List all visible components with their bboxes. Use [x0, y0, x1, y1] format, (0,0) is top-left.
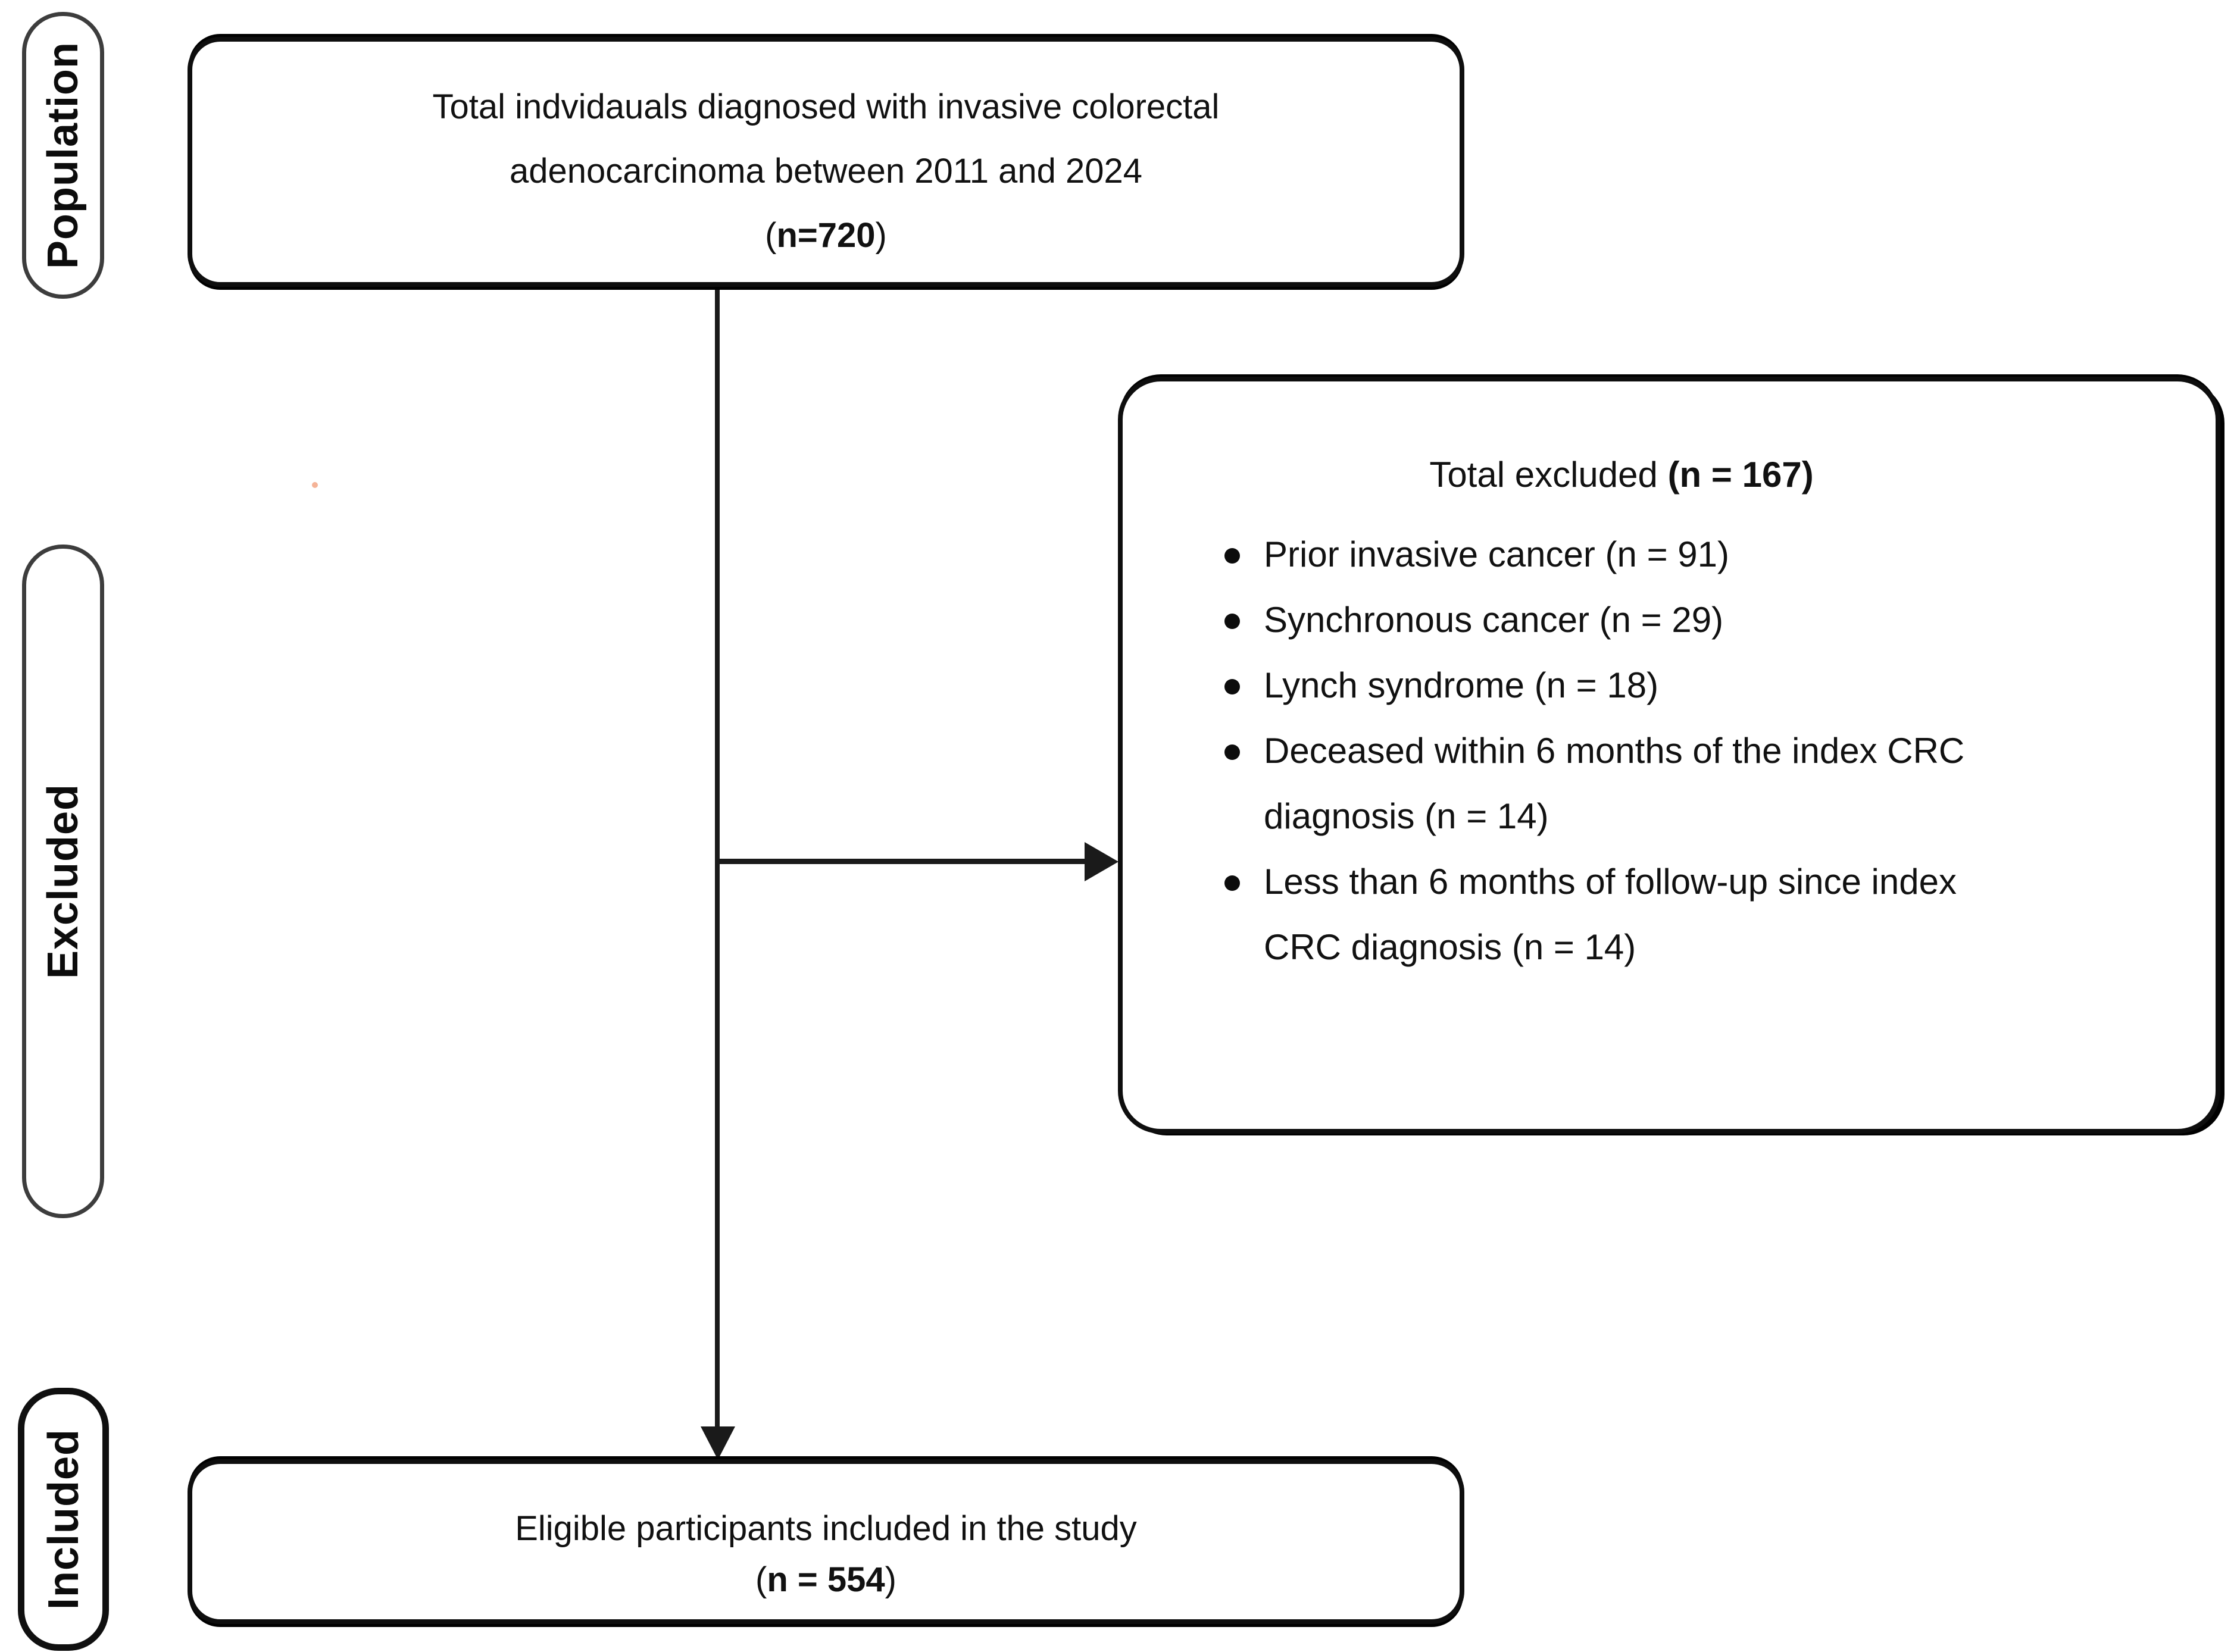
population-box-line1: Total indvidauals diagnosed with invasiv…	[432, 87, 1220, 126]
excluded-reason-item: Prior invasive cancer (n = 91)	[1221, 522, 2030, 587]
excluded-count-value: (n = 167)	[1667, 455, 1814, 495]
artifact-dot	[312, 482, 318, 488]
excluded-box: Total excluded (n = 167) Prior invasive …	[1118, 377, 2220, 1134]
included-count-value: n = 554	[767, 1560, 885, 1599]
population-box: Total indvidauals diagnosed with invasiv…	[188, 37, 1464, 287]
excluded-box-title: Total excluded (n = 167)	[1429, 455, 1814, 495]
stage-pill-excluded: Excluded	[22, 545, 104, 1218]
connector-vertical-line	[715, 288, 720, 1428]
stage-label-included: Included	[39, 1428, 88, 1610]
excluded-reason-item: Deceased within 6 months of the index CR…	[1221, 718, 2030, 849]
stage-label-population: Population	[39, 42, 88, 269]
included-box-line1: Eligible participants included in the st…	[515, 1509, 1137, 1548]
excluded-reasons-list: Prior invasive cancer (n = 91) Synchrono…	[1221, 522, 2030, 980]
population-box-count: (n=720)	[765, 216, 887, 255]
stage-label-excluded: Excluded	[39, 783, 88, 980]
connector-horizontal-line	[717, 859, 1089, 864]
arrowhead-to-included	[701, 1426, 735, 1460]
excluded-reason-item: Synchronous cancer (n = 29)	[1221, 587, 2030, 653]
stage-pill-population: Population	[22, 12, 104, 299]
population-count-value: n=720	[776, 216, 876, 255]
excluded-reason-item: Less than 6 months of follow-up since in…	[1221, 849, 2030, 980]
excluded-reason-item: Lynch syndrome (n = 18)	[1221, 653, 2030, 718]
population-box-line2: adenocarcinoma between 2011 and 2024	[509, 152, 1143, 190]
stage-pill-included: Included	[18, 1388, 109, 1651]
included-box: Eligible participants included in the st…	[188, 1459, 1464, 1624]
arrowhead-to-excluded	[1085, 842, 1118, 881]
included-box-count: (n = 554)	[755, 1560, 896, 1599]
